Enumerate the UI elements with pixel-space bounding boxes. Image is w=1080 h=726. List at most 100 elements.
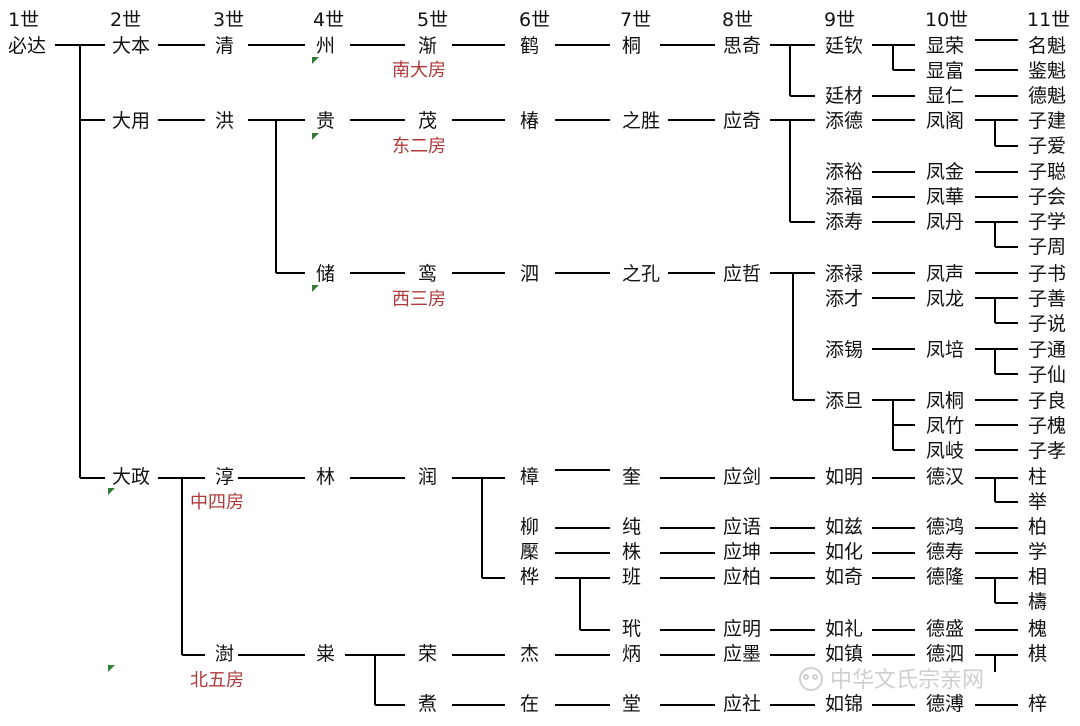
node-rujin: 如锦 [825,693,863,715]
node-fengzhu: 凤竹 [926,415,964,437]
branch-label-nan: 南大房 [392,60,446,81]
node-qi11: 棋 [1028,643,1047,665]
branch-label-bei: 北五房 [190,670,244,691]
node-tong7: 桐 [622,35,641,57]
node-bo: 柏 [1028,516,1047,538]
branch-marker-icon [312,133,319,140]
node-fengqi: 凤岐 [926,440,964,462]
node-chun7: 纯 [622,516,641,538]
node-mao: 茂 [418,110,437,132]
node-qing: 清 [215,35,234,57]
node-zishuo: 子说 [1028,313,1066,335]
node-zhang: 樟 [520,466,539,488]
node-zhou: 州 [316,35,335,57]
node-tiande: 添德 [825,110,863,132]
generation-label: 3世 [213,9,244,31]
node-tiancai: 添才 [825,288,863,310]
node-gui: 贵 [316,110,335,132]
node-ruzi: 如兹 [825,516,863,538]
node-run: 润 [418,466,437,488]
node-yingmo: 应墨 [723,643,761,665]
node-desi: 德泗 [926,643,964,665]
node-hua6: 桦 [520,566,539,588]
node-xianfu: 显富 [926,60,964,82]
node-zihuai: 子槐 [1028,415,1066,437]
node-dayong: 大用 [112,110,150,132]
node-yingming: 应明 [723,618,761,640]
node-zihui: 子会 [1028,186,1066,208]
node-chun: 淳 [215,466,234,488]
node-huai: 槐 [1028,618,1047,640]
node-zixue: 子学 [1028,211,1066,233]
node-zhu11: 柱 [1028,466,1047,488]
node-zhisheng: 之胜 [622,110,660,132]
generation-label: 10世 [925,9,968,31]
node-hong: 洪 [215,110,234,132]
node-fengge: 凤阁 [926,110,964,132]
branch-marker-icon [312,57,319,64]
node-dazheng: 大政 [112,466,150,488]
generation-label: 1世 [8,9,39,31]
node-jie: 杰 [520,643,539,665]
branch-label-zhong: 中四房 [190,492,244,513]
branch-marker-icon [108,665,115,672]
node-jian: 渐 [418,35,437,57]
node-xianren: 显仁 [926,85,964,107]
node-dehan: 德汉 [926,466,964,488]
node-zixiao: 子孝 [1028,440,1066,462]
node-yingjian: 应剑 [723,466,761,488]
node-fengjin: 凤金 [926,161,964,183]
node-yingzhe: 应哲 [723,263,761,285]
node-ruqi: 如奇 [825,566,863,588]
node-si6: 泗 [520,263,539,285]
node-dalian: 大本 [112,35,150,57]
node-ruhua: 如化 [825,541,863,563]
node-ju: 举 [1028,491,1047,513]
node-zhu7: 株 [622,541,641,563]
branch-marker-icon [108,488,115,495]
generation-label: 4世 [313,9,344,31]
node-siqi: 思奇 [723,35,761,57]
node-rong: 荣 [418,643,437,665]
node-dehong: 德鸿 [926,516,964,538]
watermark: 中华文氏宗亲网 [799,667,984,693]
node-zai: 在 [520,693,539,715]
node-ziliang: 子良 [1028,390,1066,412]
node-yingyu: 应语 [723,516,761,538]
node-lin: 林 [316,466,335,488]
node-tianlu: 添禄 [825,263,863,285]
generation-label: 5世 [417,9,448,31]
node-delong: 德隆 [926,566,964,588]
node-depu: 德溥 [926,693,964,715]
node-fengpei: 凤培 [926,339,964,361]
node-zishan: 子善 [1028,288,1066,310]
node-yingshe: 应社 [723,693,761,715]
node-desheng: 德盛 [926,618,964,640]
node-fenghua: 凤華 [926,186,964,208]
node-tianxi: 添锡 [825,339,863,361]
generation-label: 9世 [824,9,855,31]
node-zicong: 子聪 [1028,161,1066,183]
node-tingcai: 廷材 [825,85,863,107]
node-zhikong: 之孔 [622,263,660,285]
branch-marker-icon [312,285,319,292]
node-tang: 堂 [622,693,641,715]
generation-label: 7世 [620,9,651,31]
node-root: 必达 [8,35,46,57]
node-yingkun: 应坤 [723,541,761,563]
node-tiandan: 添旦 [825,390,863,412]
node-ruzhen: 如镇 [825,643,863,665]
node-he: 鹤 [520,35,539,57]
wechat-icon [799,667,823,691]
node-ban: 班 [622,566,641,588]
node-ziai: 子爱 [1028,135,1066,157]
node-ruming: 如明 [825,466,863,488]
node-chu: 储 [316,263,335,285]
generation-label: 8世 [722,9,753,31]
generation-label: 6世 [519,9,550,31]
node-zijian: 子建 [1028,110,1066,132]
node-fengtong: 凤桐 [926,390,964,412]
node-fengdan: 凤丹 [926,211,964,233]
node-zizhou: 子周 [1028,236,1066,258]
